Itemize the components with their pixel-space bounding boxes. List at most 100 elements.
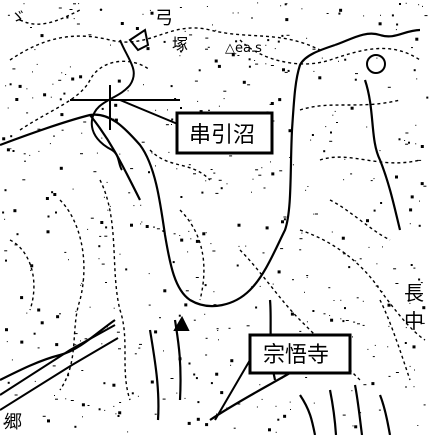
map-speck bbox=[5, 328, 8, 332]
map-speck bbox=[357, 323, 360, 325]
map-speck bbox=[277, 270, 281, 274]
map-speck bbox=[280, 248, 284, 250]
map-speck bbox=[20, 296, 24, 300]
map-speck bbox=[412, 345, 416, 349]
map-speck bbox=[373, 209, 376, 212]
map-speck bbox=[350, 106, 354, 110]
map-speck bbox=[423, 404, 426, 406]
map-speck bbox=[4, 218, 6, 220]
map-speck bbox=[292, 164, 294, 166]
map-speck bbox=[387, 303, 391, 307]
map-speck bbox=[138, 347, 141, 349]
map-speck bbox=[74, 425, 77, 428]
map-speck bbox=[277, 40, 280, 43]
map-speck bbox=[331, 231, 333, 233]
map-speck bbox=[373, 178, 375, 180]
map-speck bbox=[43, 93, 47, 97]
map-speck bbox=[233, 427, 236, 429]
map-speck bbox=[145, 225, 149, 228]
map-speck bbox=[205, 337, 208, 339]
map-speck bbox=[255, 63, 259, 65]
map-speck bbox=[64, 251, 67, 253]
map-speck bbox=[198, 69, 201, 72]
map-speck bbox=[251, 191, 252, 193]
map-speck bbox=[83, 121, 87, 123]
map-speck bbox=[299, 249, 302, 251]
map-speck bbox=[238, 245, 240, 247]
map-speck bbox=[187, 251, 189, 253]
map-speck bbox=[344, 58, 347, 61]
map-speck bbox=[376, 263, 378, 265]
map-speck bbox=[201, 191, 204, 194]
map-speck bbox=[307, 186, 309, 187]
map-speck bbox=[140, 223, 142, 225]
map-speck bbox=[101, 137, 103, 139]
map-speck bbox=[148, 304, 151, 306]
map-speck bbox=[410, 264, 413, 266]
map-speck bbox=[282, 68, 285, 72]
map-speck bbox=[76, 23, 80, 25]
map-speck bbox=[235, 40, 238, 43]
map-speck bbox=[214, 59, 218, 63]
map-speck bbox=[354, 425, 358, 429]
map-speck bbox=[125, 268, 128, 271]
map-speck bbox=[37, 347, 40, 349]
map-speck bbox=[414, 369, 415, 371]
map-speck bbox=[371, 382, 375, 386]
map-speck bbox=[252, 178, 254, 180]
map-speck bbox=[405, 132, 409, 134]
map-speck bbox=[422, 5, 423, 7]
map-speck bbox=[118, 411, 122, 415]
map-speck bbox=[237, 55, 240, 56]
map-speck bbox=[409, 302, 411, 304]
map-speck bbox=[338, 12, 341, 15]
map-speck bbox=[321, 57, 323, 59]
map-speck bbox=[313, 402, 315, 404]
map-speck bbox=[7, 14, 10, 16]
map-speck bbox=[52, 365, 56, 367]
map-speck bbox=[271, 172, 275, 176]
map-speck bbox=[134, 353, 137, 355]
map-speck bbox=[220, 187, 223, 190]
map-speck bbox=[247, 84, 251, 86]
map-speck bbox=[51, 191, 54, 194]
map-speck bbox=[26, 312, 28, 314]
map-speck bbox=[205, 423, 209, 427]
map-speck bbox=[118, 348, 121, 350]
map-speck bbox=[325, 126, 327, 128]
map-speck bbox=[245, 245, 247, 247]
map-speck bbox=[326, 13, 329, 14]
map-speck bbox=[176, 392, 178, 394]
map-speck bbox=[391, 14, 394, 17]
map-speck bbox=[163, 350, 164, 352]
map-speck bbox=[341, 236, 345, 240]
map-label-naga: 長 bbox=[404, 281, 424, 305]
map-label-gou: 郷 bbox=[4, 412, 22, 433]
map-speck bbox=[10, 148, 12, 150]
map-speck bbox=[88, 34, 92, 36]
map-speck bbox=[179, 7, 182, 8]
map-speck bbox=[305, 189, 307, 191]
map-speck bbox=[212, 24, 213, 26]
map-speck bbox=[409, 208, 413, 212]
map-speck bbox=[101, 263, 105, 265]
map-speck bbox=[135, 27, 139, 30]
map-speck bbox=[323, 313, 326, 315]
map-speck bbox=[172, 261, 175, 264]
map-speck bbox=[270, 161, 271, 163]
map-speck bbox=[130, 223, 133, 227]
map-speck bbox=[301, 8, 303, 10]
map-speck bbox=[340, 318, 342, 320]
map-speck bbox=[426, 96, 429, 99]
map-speck bbox=[380, 14, 381, 16]
map-speck bbox=[418, 224, 421, 227]
map-speck bbox=[283, 216, 287, 218]
map-speck bbox=[24, 160, 26, 162]
map-speck bbox=[113, 118, 115, 120]
map-speck bbox=[119, 253, 121, 255]
map-speck bbox=[418, 4, 420, 6]
map-speck bbox=[215, 29, 217, 31]
map-speck bbox=[202, 232, 206, 236]
map-speck bbox=[167, 109, 168, 111]
